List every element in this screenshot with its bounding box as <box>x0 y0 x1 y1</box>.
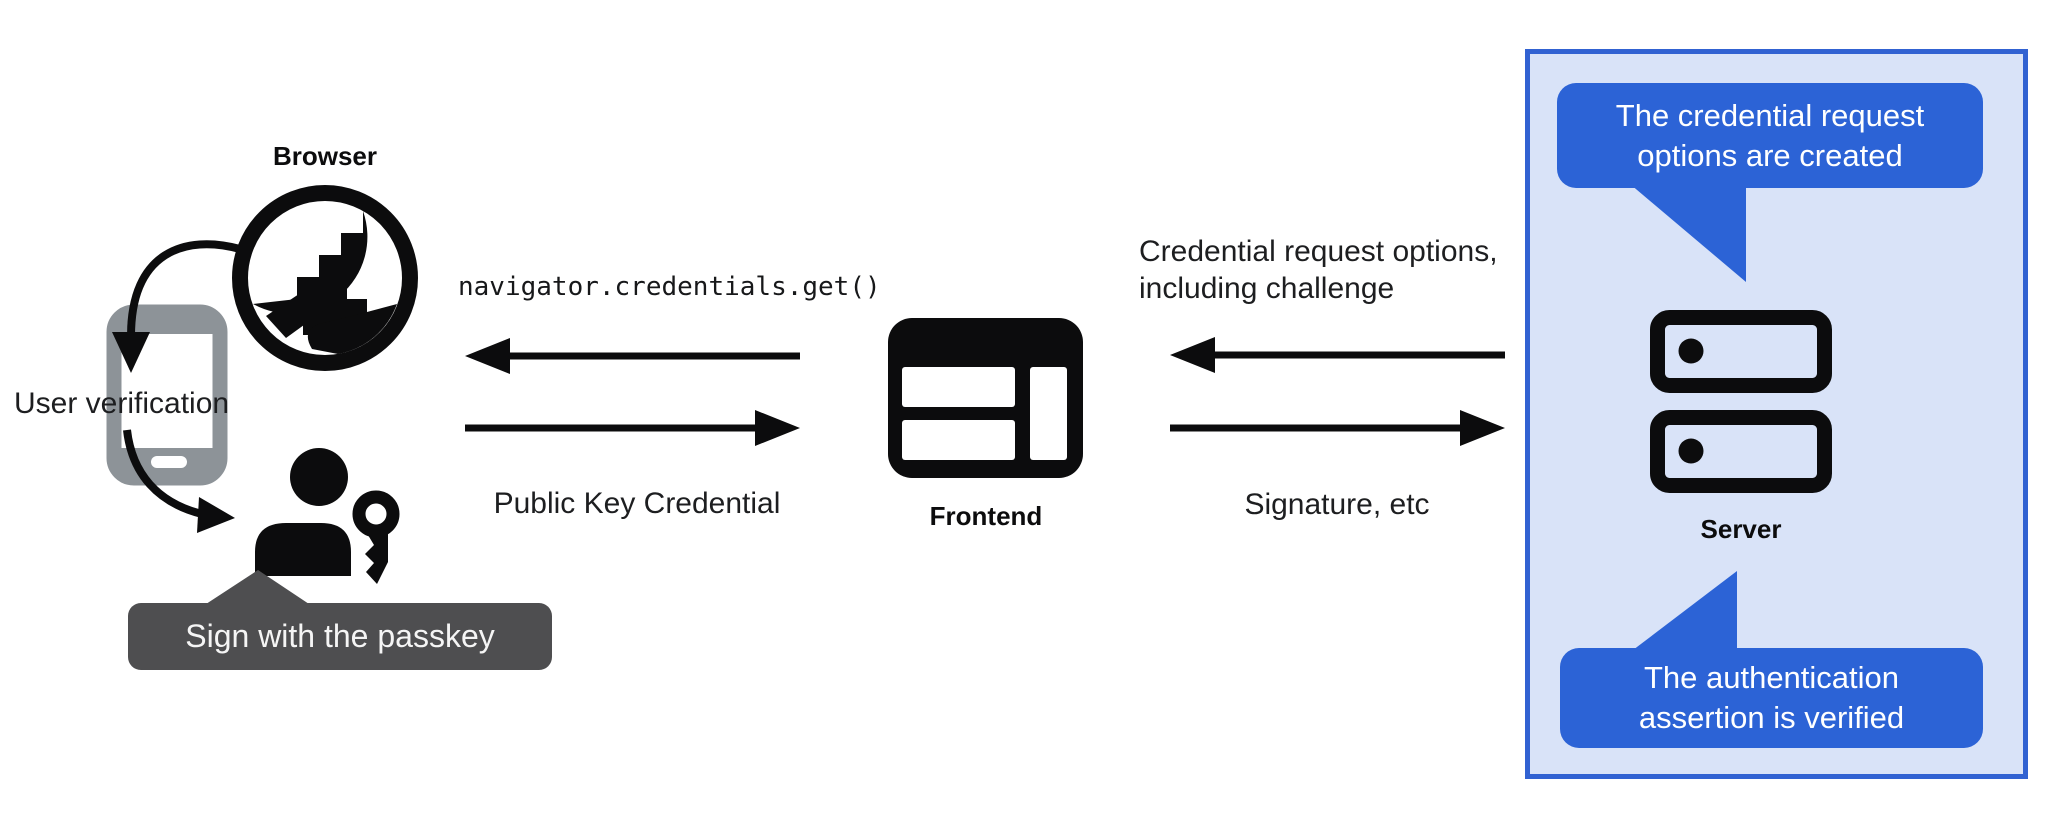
bubble-tail-top <box>1630 184 1746 282</box>
arrow-frontend-to-server <box>1170 410 1505 446</box>
bubble-credential-request-created: The credential request options are creat… <box>1557 83 1983 188</box>
browser-label: Browser <box>272 141 378 171</box>
bubble-tail-bottom <box>1633 571 1737 650</box>
smartphone-icon <box>106 304 228 486</box>
curved-arrow-phone-to-user <box>123 429 235 533</box>
bubble-bottom-line2: assertion is verified <box>1638 700 1905 735</box>
key-icon <box>352 490 400 584</box>
tooltip-tail <box>203 570 312 606</box>
frontend-label: Frontend <box>929 501 1043 531</box>
signature-etc-label: Signature, etc <box>1244 488 1430 521</box>
navigator-credentials-get-code: navigator.credentials.get() <box>458 272 881 302</box>
browser-window-icon <box>888 318 1083 478</box>
bubble-top-line2: options are created <box>1637 137 1903 173</box>
public-key-credential-label: Public Key Credential <box>493 487 781 520</box>
bubble-bottom-line1: The authentication <box>1643 660 1900 695</box>
server-label: Server <box>1700 514 1782 544</box>
user-verification-label: User verification <box>14 387 230 420</box>
globe-icon <box>232 185 418 371</box>
person-icon <box>255 448 351 576</box>
credential-request-options-line2: including challenge <box>1139 272 1395 305</box>
curved-arrow-browser-to-phone <box>112 240 242 373</box>
passkey-tooltip-text: Sign with the passkey <box>185 618 495 654</box>
arrow-server-to-frontend <box>1170 337 1505 373</box>
bubble-top-line1: The credential request <box>1615 97 1925 133</box>
credential-request-options-label: Credential request options, including ch… <box>1139 233 1498 307</box>
credential-request-options-line1: Credential request options, <box>1139 235 1498 268</box>
arrow-frontend-to-browser <box>465 338 800 374</box>
arrow-browser-to-frontend <box>465 410 800 446</box>
passkey-tooltip: Sign with the passkey <box>128 603 552 670</box>
bubble-assertion-verified: The authentication assertion is verified <box>1560 648 1983 748</box>
server-stack-icon <box>1650 310 1832 493</box>
